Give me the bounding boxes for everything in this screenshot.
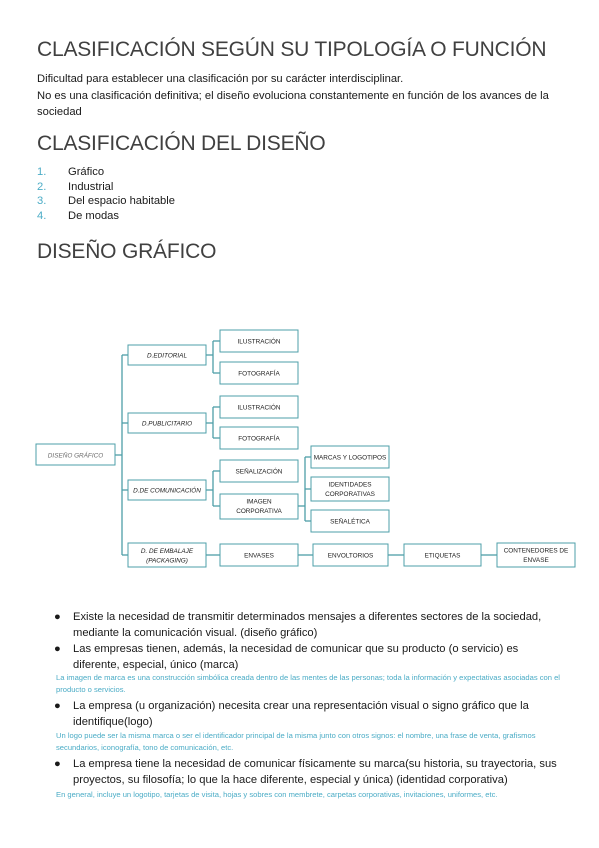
node-label: ENVASES [244,553,274,560]
list-item: ● Existe la necesidad de transmitir deter… [54,609,564,641]
node-envases: ENVASES [219,543,299,567]
node-ilustracion-publicitario: ILUSTRACIÓN [219,395,299,419]
node-label: D.DE COMUNICACIÓN [133,486,201,495]
node-imagen-corporativa: IMAGEN CORPORATIVA [219,493,299,520]
node-fotografia-editorial: FOTOGRAFÍA [219,361,299,385]
node-envoltorios: ENVOLTORIOS [312,543,389,567]
node-label: D.PUBLICITARIO [142,421,192,428]
node-label-line2: CORPORATIVA [236,508,282,515]
bullet-list-2: ● La empresa (u organización) necesita cr… [54,698,564,730]
node-label: ETIQUETAS [425,553,461,560]
list-number: 1. [37,166,47,178]
node-label: ILUSTRACIÓN [238,337,281,346]
note-imagen-marca: La imagen de marca es una construcción s… [56,673,560,694]
heading-tipologia: CLASIFICACIÓN SEGÚN SU TIPOLOGÍA O FUNCI… [37,38,547,61]
bullet-icon: ● [54,643,61,655]
node-publicitario: D.PUBLICITARIO [127,412,207,434]
note-logo: Un logo puede ser la misma marca o ser e… [56,731,536,752]
list-item: 3. Del espacio habitable [37,194,175,209]
node-editorial: D.EDITORIAL [127,344,207,366]
bullet-text: Las empresas tienen, además, la necesida… [73,643,519,671]
list-label: Del espacio habitable [68,195,175,207]
classification-list: 1. Gráfico 2. Industrial 3. Del espacio hab… [37,165,175,223]
node-label: DISEÑO GRÁFICO [48,451,103,460]
node-label-line1: IMAGEN [246,499,272,506]
bullet-text: Existe la necesidad de transmitir determ… [73,611,542,639]
node-marcas-logotipos: MARCAS Y LOGOTIPOS [310,445,390,469]
bullet-icon: ● [54,611,61,623]
list-item: ● Las empresas tienen, además, la necesid… [54,641,564,673]
node-embalaje: D. DE EMBALAJE (PACKAGING) [127,542,207,568]
node-senaletica: SEÑALÉTICA [310,509,390,533]
bullet-icon: ● [54,700,61,712]
node-contenedores: CONTENEDORES DE ENVASE [496,542,576,568]
node-fotografia-publicitario: FOTOGRAFÍA [219,426,299,450]
node-label-line2: ENVASE [523,557,548,564]
tipologia-paragraph-2: No es una clasificación definitiva; el d… [37,90,549,118]
node-label: FOTOGRAFÍA [238,434,280,443]
list-label: De modas [68,209,119,222]
node-label: SEÑALIZACIÓN [236,467,283,476]
list-item: 1. Gráfico [37,165,175,180]
node-label-line1: IDENTIDADES [329,482,372,489]
node-label-line2: (PACKAGING) [146,558,188,565]
node-diseno-grafico: DISEÑO GRÁFICO [35,443,116,466]
list-item: ● La empresa (u organización) necesita cr… [54,698,564,730]
bullet-list-3: ● La empresa tiene la necesidad de comuni… [54,756,564,788]
list-number: 3. [37,195,47,207]
heading-clasificacion: CLASIFICACIÓN DEL DISEÑO [37,132,326,155]
bullet-list-1: ● Existe la necesidad de transmitir deter… [54,609,564,673]
note-identidad: En general, incluye un logotipo, tarjeta… [56,790,498,799]
node-label-line1: CONTENEDORES DE [504,548,569,555]
node-label-line2: CORPORATIVAS [325,491,375,498]
node-ilustracion-editorial: ILUSTRACIÓN [219,329,299,353]
node-identidades-corporativas: IDENTIDADES CORPORATIVAS [310,476,390,502]
node-etiquetas: ETIQUETAS [403,543,482,567]
node-label: D.EDITORIAL [147,353,187,360]
heading-diseno-grafico: DISEÑO GRÁFICO [37,240,217,263]
node-label: SEÑALÉTICA [330,517,371,526]
diagram-connectors [115,340,497,556]
tipologia-paragraph-1: Dificultad para establecer una clasifica… [37,73,404,85]
diseno-grafico-diagram: DISEÑO GRÁFICO D.EDITORIAL D.PUBLICITARI… [35,329,576,568]
node-comunicacion: D.DE COMUNICACIÓN [127,479,207,501]
node-label: ENVOLTORIOS [328,553,374,560]
bullet-text: La empresa (u organización) necesita cre… [73,700,529,728]
node-label: ILUSTRACIÓN [238,403,281,412]
list-label: Industrial [68,180,114,193]
node-label-line1: D. DE EMBALAJE [141,548,194,555]
list-number: 2. [37,180,47,193]
node-label: FOTOGRAFÍA [238,369,280,378]
node-label: MARCAS Y LOGOTIPOS [314,455,387,462]
node-senalizacion: SEÑALIZACIÓN [219,459,299,483]
bullet-text: La empresa tiene la necesidad de comunic… [73,758,557,786]
list-label: Gráfico [68,166,105,178]
list-number: 4. [37,209,47,222]
list-item: 4. De modas [37,209,175,224]
list-item: ● La empresa tiene la necesidad de comuni… [54,756,564,788]
list-item: 2. Industrial [37,180,175,195]
bullet-icon: ● [54,758,61,770]
